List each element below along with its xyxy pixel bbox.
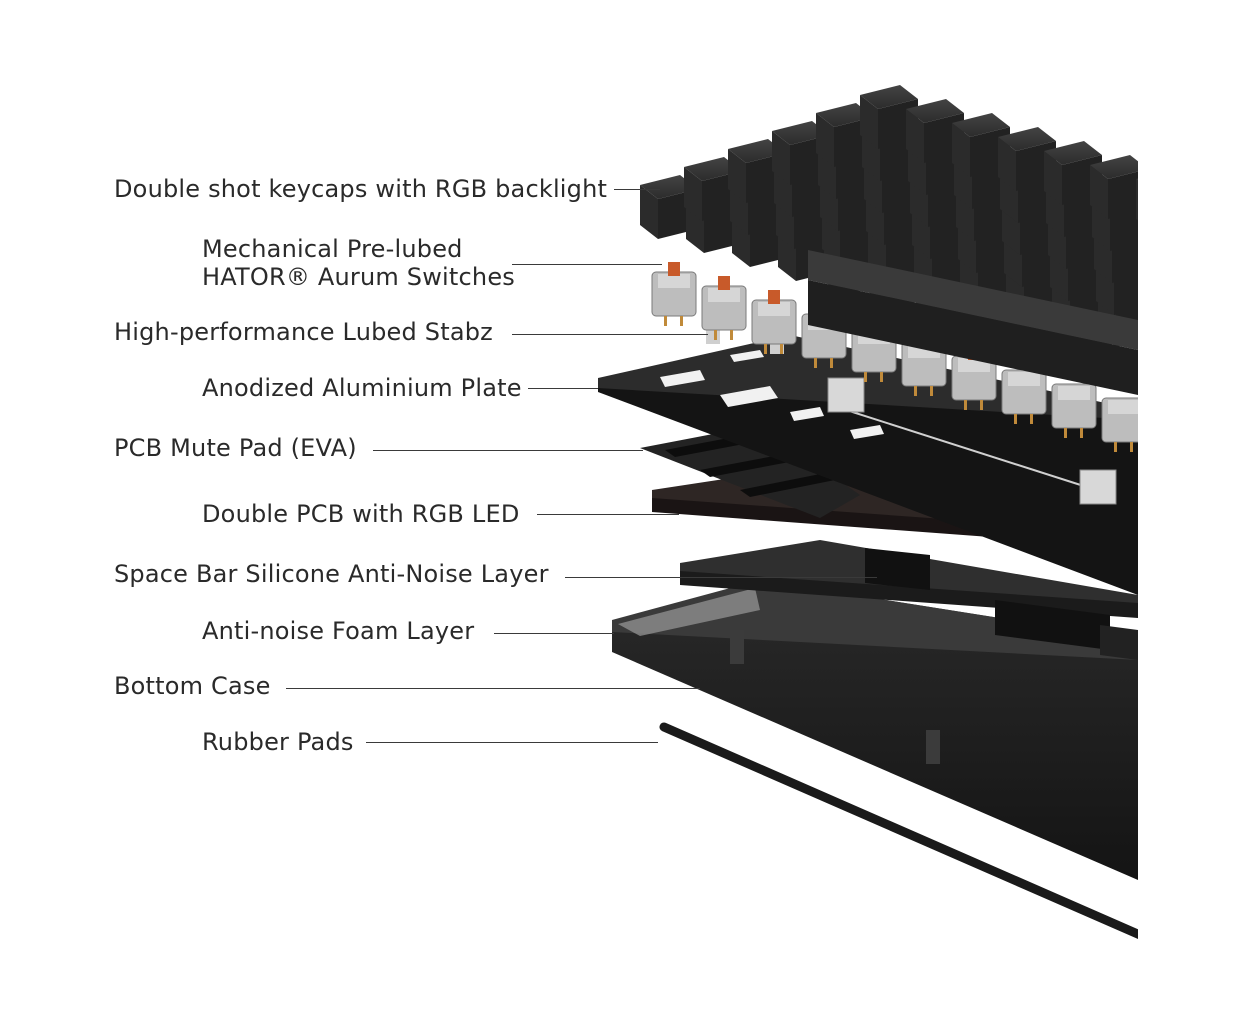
label-stabz: High-performance Lubed Stabz [114,318,493,346]
label-silicone-text: Space Bar Silicone Anti-Noise Layer [114,560,549,588]
label-keycaps-text: Double shot keycaps with RGB backlight [114,175,608,203]
switch [1051,383,1097,438]
stabilizer-shape [706,330,1117,505]
label-switches-line2: HATOR® Aurum Switches [202,263,515,291]
label-rubber-pads: Rubber Pads [202,728,354,756]
silicone-layer-shape [865,548,1138,660]
switch [901,341,947,396]
label-rubber-pads-text: Rubber Pads [202,728,354,756]
label-mute-pad: PCB Mute Pad (EVA) [114,434,357,462]
switch [1101,397,1138,452]
label-mute-pad-text: PCB Mute Pad (EVA) [114,434,357,462]
keycap [1138,201,1196,265]
leader-mute-pad [373,450,643,451]
label-plate-text: Anodized Aluminium Plate [202,374,522,402]
leader-foam [494,633,614,634]
leader-rubber-pads [366,742,658,743]
leader-plate [528,388,598,389]
leader-switches [512,264,662,265]
leader-silicone [565,577,877,578]
label-pcb-text: Double PCB with RGB LED [202,500,520,528]
leader-keycaps [614,189,660,190]
label-keycaps: Double shot keycaps with RGB backlight [114,175,607,203]
label-silicone: Space Bar Silicone Anti-Noise Layer [114,560,549,588]
keycap [1136,178,1138,221]
keycaps-shape [640,85,1198,395]
keycap-long [808,250,1138,395]
keycap [1140,233,1198,297]
leader-pcb [537,514,679,515]
label-foam: Anti-noise Foam Layer [202,617,474,645]
label-foam-text: Anti-noise Foam Layer [202,617,475,645]
keycap [1090,155,1138,219]
label-switches: Mechanical Pre-lubed HATOR® Aurum Switch… [202,235,515,291]
label-stabz-text: High-performance Lubed Stabz [114,318,493,346]
switch [701,276,747,340]
leader-bottom-case [286,688,700,689]
label-bottom-case-text: Bottom Case [114,672,271,700]
leader-stabz [512,334,708,335]
switch [651,262,697,326]
label-switches-line1: Mechanical Pre-lubed [202,235,463,263]
label-bottom-case: Bottom Case [114,672,271,700]
bottom-case-shape [612,580,1138,880]
label-plate: Anodized Aluminium Plate [202,374,522,402]
label-pcb: Double PCB with RGB LED [202,500,520,528]
switch [751,290,797,354]
rubber-pad-shape [659,722,1138,940]
